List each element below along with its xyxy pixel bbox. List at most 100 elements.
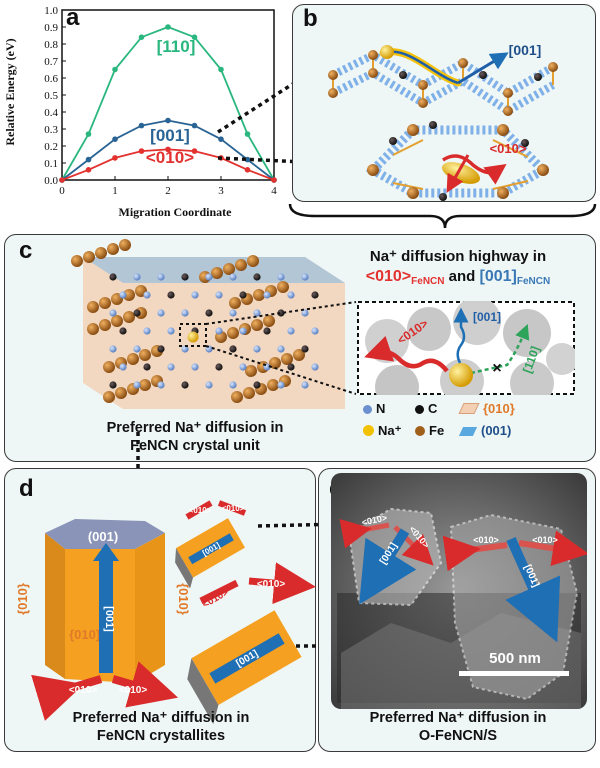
- legend-c: N C {010} Na⁺ Fe (001): [357, 399, 587, 445]
- lower-ring: [365, 121, 551, 201]
- fe-atom: [95, 247, 107, 259]
- y-tick-label: 0.1: [44, 158, 58, 170]
- na-atom-icon: [363, 425, 374, 436]
- inset-arrow-110: [470, 324, 530, 375]
- data-point: [138, 148, 145, 154]
- fe-atom: [107, 243, 119, 255]
- diffusion-title: Na⁺ diffusion highway in <010>FeNCN and …: [323, 247, 593, 292]
- c-atom: [157, 345, 165, 353]
- fe-atom-icon: [415, 426, 425, 436]
- n-atom: [133, 345, 141, 353]
- c-atom: [119, 327, 127, 335]
- x-tick-label: 2: [165, 185, 171, 197]
- n-atom: [167, 363, 175, 371]
- y-tick-label: 0.9: [44, 22, 58, 34]
- n-atom: [191, 291, 199, 299]
- caption-e-line2: O-FeNCN/S: [418, 728, 498, 744]
- y-tick-label: 0.8: [44, 39, 58, 51]
- n-atom: [205, 381, 213, 389]
- n-atom: [215, 327, 223, 335]
- inset-arrow-001: [453, 307, 469, 364]
- arrow-010-b: [442, 154, 507, 185]
- c-atom: [263, 327, 271, 335]
- inset-label-001: [001]: [473, 310, 501, 324]
- n-atom: [253, 345, 261, 353]
- legend-c-atom: C: [415, 401, 437, 416]
- inset-arrow-010: [364, 335, 449, 373]
- data-point: [271, 177, 277, 183]
- c-atom: [181, 273, 189, 281]
- data-point: [59, 177, 65, 183]
- bracket: [288, 203, 597, 229]
- data-point: [112, 66, 118, 73]
- x-tick-label: 1: [112, 185, 118, 197]
- fe-atom: [269, 357, 281, 369]
- title-sub2: FeNCN: [516, 276, 551, 287]
- c-atom: [301, 345, 309, 353]
- s1-label-010b: <010>: [222, 504, 245, 513]
- caption-c-line2: FeNCN crystal unit: [130, 438, 260, 454]
- label-side-right: {010}: [176, 583, 191, 615]
- inset-c: <010> [001] × [110]: [357, 301, 575, 395]
- n-atom: [311, 327, 319, 335]
- c-atom-icon: [415, 405, 424, 414]
- n-atom: [109, 345, 117, 353]
- caption-c: Preferred Na⁺ diffusion in FeNCN crystal…: [45, 419, 345, 455]
- data-point: [244, 131, 251, 137]
- n-atom: [229, 381, 237, 389]
- y-tick-label: 0.4: [44, 107, 58, 119]
- fe-atom: [229, 297, 241, 309]
- c-atom: [215, 363, 223, 371]
- fe-atom: [71, 255, 83, 267]
- upper-chain: [328, 50, 558, 116]
- na-ion: [187, 331, 199, 343]
- n-atom-icon: [363, 405, 372, 414]
- data-point: [191, 122, 198, 129]
- sem-image: <010> <010> [001] <010> <010> [001] 500 …: [331, 473, 587, 709]
- fe-atom: [227, 327, 239, 339]
- c-atom: [229, 345, 237, 353]
- legend-n-label: N: [376, 401, 386, 416]
- panel-c: c Na⁺ diffusion highway in <010>FeNCN an…: [4, 234, 596, 462]
- scale-bar: [459, 671, 569, 676]
- caption-e: Preferred Na⁺ diffusion in O-FeNCN/S: [323, 709, 593, 745]
- e-label-010d: <010>: [532, 535, 558, 545]
- data-point: [244, 156, 251, 163]
- na-ion-b1: [380, 45, 394, 59]
- y-axis-label: Relative Energy (eV): [3, 38, 17, 145]
- panel-d: d (001) {010} {010} {010} [001] <010> <0…: [4, 468, 316, 752]
- panel-label-c: c: [19, 237, 33, 264]
- n-atom: [167, 327, 175, 335]
- fe-atom: [243, 387, 255, 399]
- n-atom: [215, 291, 223, 299]
- n-atom: [143, 327, 151, 335]
- n-atom: [191, 363, 199, 371]
- data-point: [112, 155, 118, 161]
- data-point: [218, 66, 224, 73]
- data-point: [138, 122, 145, 129]
- n-atom: [229, 309, 237, 317]
- n-atom: [263, 363, 271, 371]
- x-tick-label: 4: [271, 185, 277, 197]
- c-atom: [253, 273, 261, 281]
- data-point: [165, 117, 171, 124]
- label-arrow-001: [001]: [103, 606, 115, 632]
- label-001: [001]: [150, 126, 190, 145]
- c-atom: [311, 291, 319, 299]
- n-atom: [229, 273, 237, 281]
- c-atom: [277, 309, 285, 317]
- fe-atom: [115, 387, 127, 399]
- y-tick-label: 0.3: [44, 124, 58, 136]
- fe-atom: [247, 255, 259, 267]
- fe-atom: [99, 297, 111, 309]
- n-atom: [143, 291, 151, 299]
- panel-label-d: d: [19, 475, 34, 502]
- n-atom: [253, 309, 261, 317]
- label-bottom-left: <010>: [69, 685, 98, 696]
- label-010: <010>: [146, 148, 194, 167]
- fe-atom: [127, 353, 139, 365]
- fe-atom: [103, 361, 115, 373]
- n-atom: [119, 363, 127, 371]
- legend-fe-label: Fe: [429, 423, 445, 438]
